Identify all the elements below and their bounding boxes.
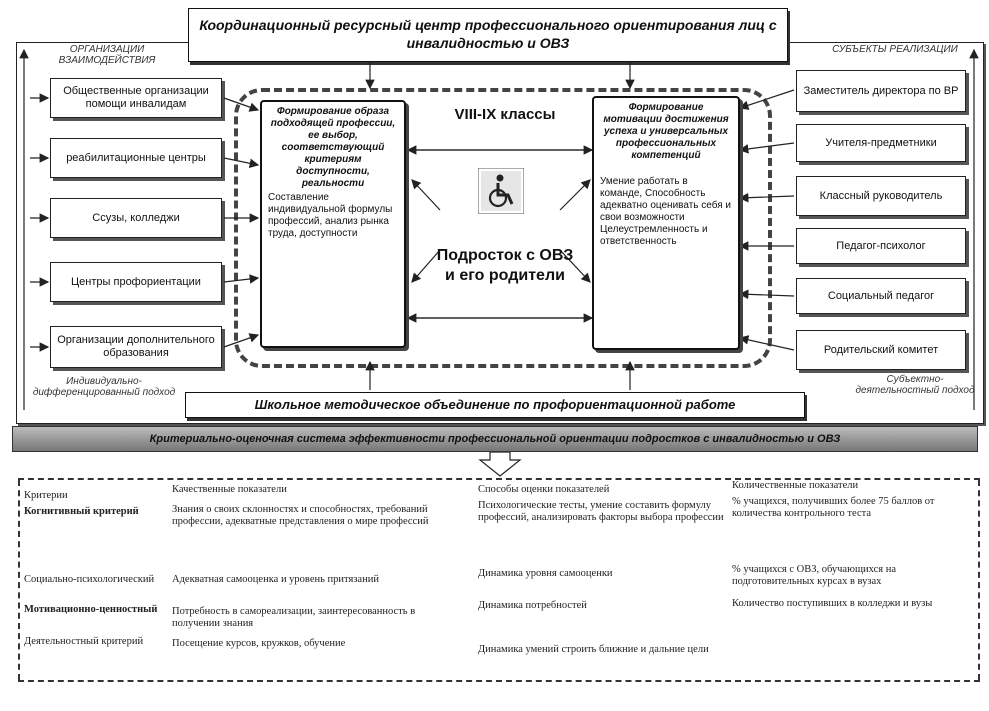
table-header-3: Способы оценки показателей	[478, 484, 610, 495]
table-row-2-col-2: Адекватная самооценка и уровень притязан…	[172, 574, 379, 585]
table-row-3-col-4: Количество поступивших в колледжи и вузы	[732, 598, 933, 609]
wheelchair-icon	[477, 167, 525, 215]
table-row-4-col-3: Динамика умений строить ближние и дальни…	[478, 644, 709, 655]
right-box-3: Классный руководитель	[796, 176, 966, 216]
right-box-1: Заместитель директора по ВР	[796, 70, 966, 112]
table-row-3-col-2: Потребность в самореализации, заинтересо…	[172, 606, 416, 629]
methodical-text: Школьное методическое объединение по про…	[254, 397, 736, 412]
table-header-4: Количественные показатели	[732, 480, 859, 491]
table-bottom-divider	[18, 680, 980, 682]
table-row-4-col-1: Деятельностный критерий	[24, 636, 144, 647]
right-scroll: Формирование мотивации достижения успеха…	[592, 96, 740, 350]
table-row-3-col-3: Динамика потребностей	[478, 600, 587, 611]
bottom-left-label: Индивидуально-дифференцированный подход	[32, 376, 176, 398]
title-text: Координационный ресурсный центр професси…	[199, 17, 777, 51]
table-header-2: Качественные показатели	[172, 484, 287, 495]
left-box-4: Центры профориентации	[50, 262, 222, 302]
left-scroll-heading: Формирование образа подходящей профессии…	[270, 106, 396, 189]
left-label: ОРГАНИЗАЦИИ ВЗАИМОДЕЙСТВИЯ	[58, 44, 156, 66]
center-text: Подросток с ОВЗ и его родители	[436, 247, 574, 284]
table-row-1-col-2: Знания о своих склонностях и способностя…	[172, 504, 429, 527]
center-dashed-area	[234, 88, 772, 368]
right-box-5: Социальный педагог	[796, 278, 966, 314]
right-scroll-body: Умение работать в команде, Способность а…	[600, 176, 732, 247]
right-scroll-heading: Формирование мотивации достижения успеха…	[603, 102, 729, 161]
table-left-rule	[18, 480, 20, 680]
table-row-2-col-1: Социально-психологический	[24, 574, 155, 585]
table-row-2-col-3: Динамика уровня самооценки	[478, 568, 613, 579]
right-label: СУБЪЕКТЫ РЕАЛИЗАЦИИ	[832, 44, 958, 55]
methodical-banner: Школьное методическое объединение по про…	[185, 392, 805, 418]
table-top-divider	[18, 478, 980, 480]
table-row-3-col-1: Мотивационно-ценностный	[24, 604, 158, 615]
criteria-banner: Критериально-оценочная система эффективн…	[12, 426, 978, 452]
left-box-5: Организации дополнительного образования	[50, 326, 222, 368]
table-right-rule	[978, 480, 980, 680]
title-banner: Координационный ресурсный центр професси…	[188, 8, 788, 62]
right-box-6: Родительский комитет	[796, 330, 966, 370]
table-row-4-col-2: Посещение курсов, кружков, обучение	[172, 638, 346, 649]
criteria-text: Критериально-оценочная система эффективн…	[149, 433, 841, 445]
right-box-2: Учителя-предметники	[796, 124, 966, 162]
left-scroll-body: Составление индивидуальной формулы профе…	[268, 192, 393, 239]
bottom-right-label: Субъектно-деятельностный подход	[855, 374, 975, 396]
table-row-1-col-4: % учащихся, получивших более 75 баллов о…	[732, 496, 935, 519]
left-box-3: Ссузы, колледжи	[50, 198, 222, 238]
table-header-1: Критерии	[24, 490, 68, 501]
left-box-2: реабилитационные центры	[50, 138, 222, 178]
left-box-1: Общественные организации помощи инвалида…	[50, 78, 222, 118]
table-row-1-col-3: Психологические тесты, умение составить …	[478, 500, 724, 523]
grade-label: VIII-IX классы	[454, 106, 556, 123]
left-scroll: Формирование образа подходящей профессии…	[260, 100, 406, 348]
table-row-1-col-1: Когнитивный критерий	[24, 506, 139, 517]
table-row-2-col-4: % учащихся с ОВЗ, обучающихся на подгото…	[732, 564, 896, 587]
right-box-4: Педагог-психолог	[796, 228, 966, 264]
